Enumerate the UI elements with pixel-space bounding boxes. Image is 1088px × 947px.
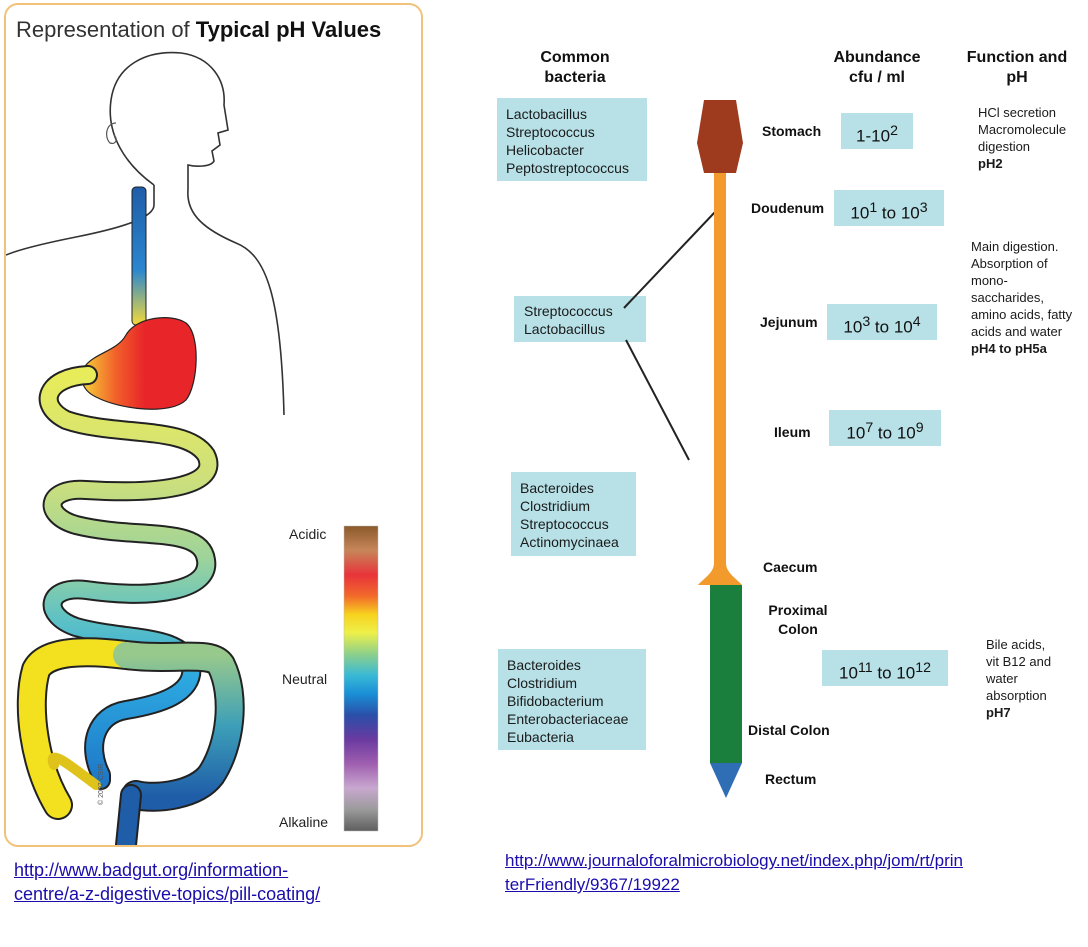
scale-label-neutral: Neutral (282, 671, 328, 687)
head-outline (109, 51, 285, 416)
abundance-colon: 1011 to 1012 (822, 650, 948, 686)
source-link-badgut[interactable]: http://www.badgut.org/information- centr… (14, 860, 321, 904)
scale-label-alkaline: Alkaline (279, 814, 329, 830)
site-proximal-colon: Proximal Colon (768, 602, 828, 637)
digestive-tract-column (697, 100, 743, 798)
copyright-notice: © 2007 CSIR (98, 763, 105, 805)
site-ileum: Ileum (774, 424, 811, 440)
function-stomach: HCl secretion Macromolecule digestion pH… (978, 105, 1067, 171)
header-abundance: Abundance cfu / ml (833, 49, 921, 86)
function-colon: Bile acids, vit B12 and water absorption… (986, 637, 1052, 720)
digestive-tract-illustration (6, 51, 379, 845)
source-link-journal[interactable]: http://www.journaloforalmicrobiology.net… (505, 851, 963, 894)
site-distal-colon: Distal Colon (748, 722, 830, 738)
colon-segment (710, 585, 742, 763)
bacteria-box-caecum: Bacteroides Clostridium Streptococcus Ac… (511, 472, 636, 556)
abundance-jejunum: 103 to 104 (827, 304, 937, 340)
esophagus (131, 186, 147, 326)
stomach (81, 317, 197, 410)
small-intestine-segment (698, 173, 742, 585)
scale-label-acidic: Acidic (289, 526, 327, 542)
site-duodenum: Doudenum (751, 200, 825, 216)
large-intestine (16, 637, 245, 845)
ph-panel-title: Representation of Typical pH Values (16, 17, 382, 42)
header-function-ph: Function and pH (966, 49, 1068, 86)
header-common-bacteria: Common bacteria (540, 49, 610, 86)
site-stomach: Stomach (762, 123, 822, 139)
function-small-intestine: Main digestion. Absorption of mono- sacc… (971, 239, 1073, 356)
bacteria-box-stomach: Lactobacillus Streptococcus Helicobacter… (497, 98, 647, 181)
rectum-segment (710, 763, 742, 798)
abundance-stomach: 1-102 (841, 113, 913, 149)
site-caecum: Caecum (763, 559, 818, 575)
abundance-ileum: 107 to 109 (829, 410, 941, 446)
abundance-duodenum: 101 to 103 (834, 190, 944, 226)
small-intestine (38, 365, 219, 790)
ph-values-panel: Representation of Typical pH Values (4, 3, 423, 847)
stomach-segment (697, 100, 743, 173)
shoulder-outline (6, 185, 155, 256)
site-jejunum: Jejunum (760, 314, 818, 330)
ph-color-scale (343, 525, 379, 832)
site-rectum: Rectum (765, 771, 817, 787)
connector-lower (625, 339, 690, 461)
ear-outline (106, 122, 117, 144)
bacteria-box-colon: Bacteroides Clostridium Bifidobacterium … (498, 649, 646, 750)
bacteria-box-small-intestine: Streptococcus Lactobacillus (514, 296, 646, 342)
